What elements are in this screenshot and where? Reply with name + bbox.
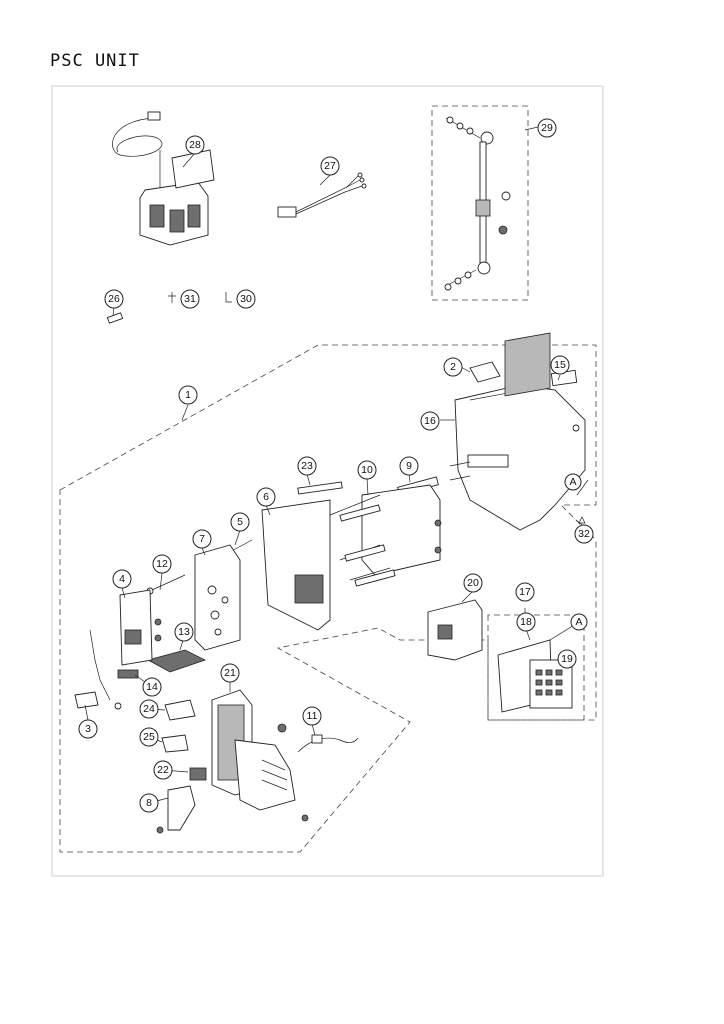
small-parts-drawing	[106, 292, 232, 324]
plates-drawing	[194, 499, 331, 651]
svg-text:2: 2	[450, 361, 456, 373]
svg-text:31: 31	[184, 293, 196, 305]
part-29-group-box	[431, 105, 529, 301]
callout-ref-a-upper: A	[564, 473, 582, 491]
callout-13: 13	[174, 622, 194, 642]
svg-text:25: 25	[143, 731, 155, 743]
svg-text:6: 6	[263, 491, 269, 503]
svg-text:5: 5	[237, 516, 243, 528]
diagram-frame	[51, 85, 604, 877]
callout-10: 10	[357, 460, 377, 480]
svg-text:19: 19	[561, 653, 573, 665]
part-32-drawing	[578, 516, 586, 524]
callout-14: 14	[142, 677, 162, 697]
callout-4: 4	[112, 569, 132, 589]
svg-text:10: 10	[361, 464, 373, 476]
callout-23: 23	[297, 456, 317, 476]
callout-9: 9	[399, 456, 419, 476]
svg-text:8: 8	[146, 797, 152, 809]
page-title: PSC UNIT	[50, 51, 140, 71]
svg-text:15: 15	[554, 359, 566, 371]
svg-text:20: 20	[467, 577, 479, 589]
svg-text:12: 12	[156, 558, 168, 570]
svg-text:23: 23	[301, 460, 313, 472]
keypad-buttons	[535, 669, 563, 696]
callout-5: 5	[230, 512, 250, 532]
callout-3: 3	[78, 719, 98, 739]
svg-text:9: 9	[406, 460, 412, 472]
part-28-drawing	[112, 111, 215, 246]
svg-text:28: 28	[189, 139, 201, 151]
callout-7: 7	[192, 529, 212, 549]
svg-text:29: 29	[541, 122, 553, 134]
callout-19: 19	[557, 649, 577, 669]
svg-text:24: 24	[143, 703, 155, 715]
svg-text:21: 21	[224, 667, 236, 679]
svg-text:4: 4	[119, 573, 125, 585]
svg-text:26: 26	[108, 293, 120, 305]
callout-24: 24	[139, 699, 159, 719]
callout-25: 25	[139, 727, 159, 747]
callout-29: 29	[537, 118, 557, 138]
svg-text:3: 3	[85, 723, 91, 735]
callout-17: 17	[515, 582, 535, 602]
callout-31: 31	[180, 289, 200, 309]
callout-ref-a-lower: A	[570, 613, 588, 631]
callout-22: 22	[153, 760, 173, 780]
svg-text:7: 7	[199, 533, 205, 545]
back-plate-drawing	[297, 476, 442, 587]
callout-8: 8	[139, 793, 159, 813]
svg-text:17: 17	[519, 586, 531, 598]
callout-26: 26	[104, 289, 124, 309]
callout-27: 27	[320, 156, 340, 176]
part-27-drawing	[277, 172, 367, 218]
svg-text:16: 16	[424, 415, 436, 427]
svg-text:27: 27	[324, 160, 336, 172]
callout-15: 15	[550, 355, 570, 375]
svg-text:1: 1	[185, 389, 191, 401]
part-17-group-box	[487, 614, 585, 721]
svg-text:A: A	[575, 616, 582, 628]
callout-1: 1	[178, 385, 198, 405]
svg-text:11: 11	[307, 710, 318, 722]
svg-text:18: 18	[520, 616, 532, 628]
callout-11: 11	[302, 706, 322, 726]
unit-group-boundary	[59, 344, 597, 853]
callout-32: 32	[574, 524, 594, 544]
callout-28: 28	[185, 135, 205, 155]
left-assemblies-drawing	[74, 574, 207, 710]
callout-20: 20	[463, 573, 483, 593]
svg-text:13: 13	[178, 626, 190, 638]
svg-text:22: 22	[157, 764, 169, 776]
part-29-drawing	[444, 116, 511, 291]
svg-text:30: 30	[240, 293, 252, 305]
svg-text:32: 32	[578, 528, 590, 540]
callout-2: 2	[443, 357, 463, 377]
callout-18: 18	[516, 612, 536, 632]
callout-12: 12	[152, 554, 172, 574]
callout-6: 6	[256, 487, 276, 507]
callout-16: 16	[420, 411, 440, 431]
svg-text:14: 14	[146, 681, 158, 693]
svg-text:A: A	[569, 476, 576, 488]
callout-30: 30	[236, 289, 256, 309]
right-assemblies-drawing	[427, 599, 573, 713]
callout-21: 21	[220, 663, 240, 683]
lower-assemblies-drawing	[156, 689, 359, 834]
